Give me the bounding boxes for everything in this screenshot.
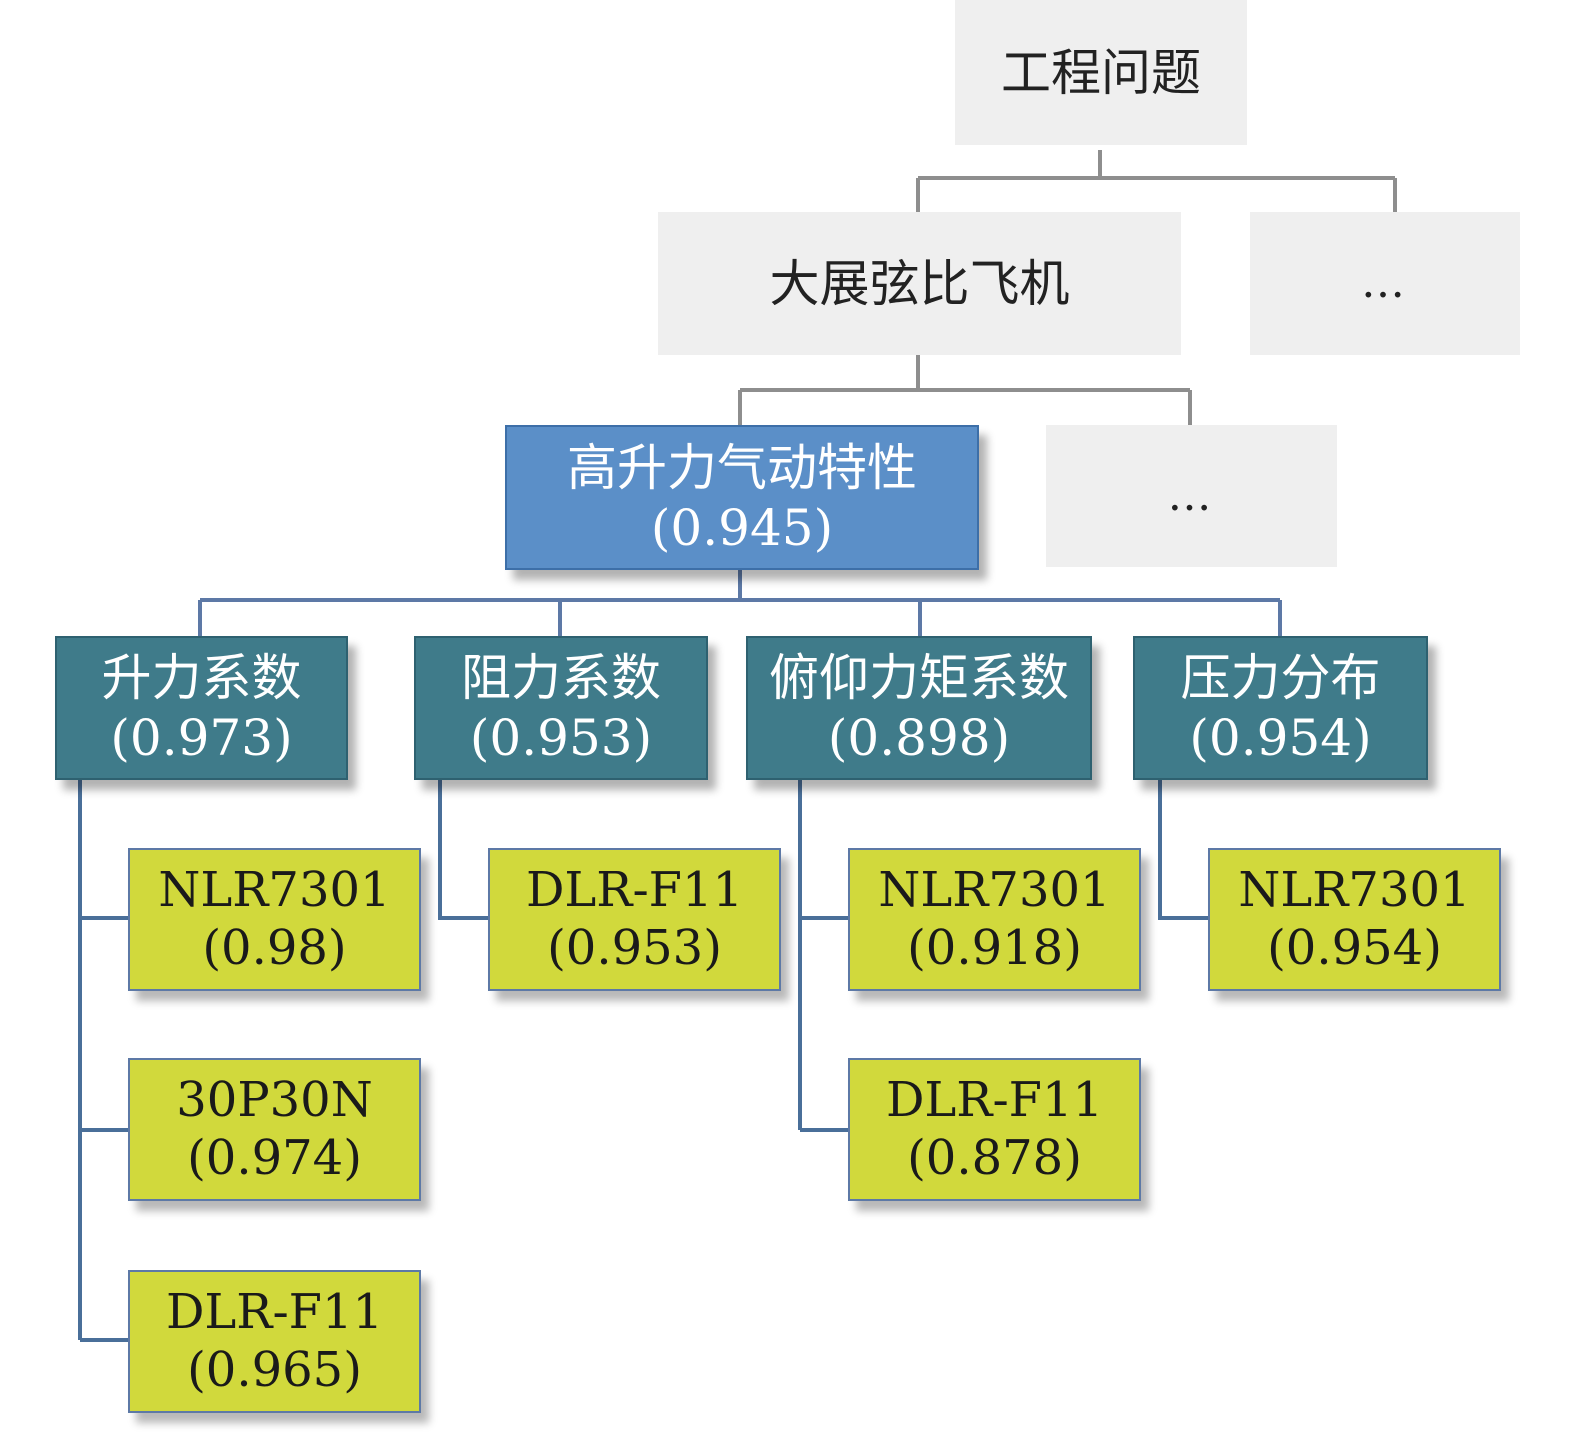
- leaf-node: DLR-F11 (0.965): [128, 1270, 421, 1413]
- pitch-moment-node: 俯仰力矩系数 (0.898): [746, 636, 1092, 780]
- level1-more-label: …: [1361, 257, 1409, 309]
- connector-lift-leaves: [78, 780, 128, 1342]
- leaf-label: NLR7301: [1238, 861, 1471, 918]
- pressure-distribution-score: (0.954): [1189, 709, 1372, 767]
- drag-coefficient-node: 阻力系数 (0.953): [414, 636, 708, 780]
- leaf-score: (0.954): [1267, 919, 1442, 976]
- level2-more-node: …: [1046, 425, 1337, 567]
- leaf-node: DLR-F11 (0.878): [848, 1058, 1141, 1201]
- high-lift-node: 高升力气动特性 (0.945): [505, 425, 979, 570]
- aircraft-node: 大展弦比飞机: [658, 212, 1181, 355]
- leaf-label: NLR7301: [158, 861, 391, 918]
- leaf-label: DLR-F11: [165, 1283, 384, 1340]
- leaf-node: NLR7301 (0.954): [1208, 848, 1501, 991]
- drag-coefficient-label: 阻力系数: [461, 649, 661, 707]
- connector-root-level1: [916, 150, 1397, 212]
- high-lift-score: (0.945): [650, 498, 834, 557]
- aircraft-label: 大展弦比飞机: [769, 254, 1070, 313]
- leaf-label: DLR-F11: [885, 1071, 1104, 1128]
- leaf-score: (0.953): [547, 919, 722, 976]
- leaf-score: (0.965): [187, 1341, 362, 1398]
- lift-coefficient-score: (0.973): [110, 709, 293, 767]
- lift-coefficient-label: 升力系数: [101, 649, 302, 707]
- leaf-score: (0.98): [202, 919, 347, 976]
- pressure-distribution-label: 压力分布: [1180, 649, 1381, 707]
- connector-drag-leaves: [438, 780, 488, 920]
- connector-pitch-leaves: [798, 780, 848, 1132]
- leaf-node: NLR7301 (0.918): [848, 848, 1141, 991]
- connector-level1-level2: [738, 355, 1192, 425]
- pressure-distribution-node: 压力分布 (0.954): [1133, 636, 1428, 780]
- leaf-label: DLR-F11: [525, 861, 744, 918]
- root-node: 工程问题: [955, 0, 1247, 145]
- pitch-moment-score: (0.898): [827, 709, 1011, 767]
- leaf-label: NLR7301: [878, 861, 1111, 918]
- leaf-node: 30P30N (0.974): [128, 1058, 421, 1201]
- leaf-score: (0.878): [907, 1129, 1082, 1186]
- leaf-node: DLR-F11 (0.953): [488, 848, 781, 991]
- level1-more-node: …: [1250, 212, 1520, 355]
- drag-coefficient-score: (0.953): [469, 709, 653, 767]
- pitch-moment-label: 俯仰力矩系数: [769, 649, 1069, 707]
- connector-level2-level3: [198, 570, 1282, 636]
- leaf-score: (0.918): [907, 919, 1082, 976]
- leaf-node: NLR7301 (0.98): [128, 848, 421, 991]
- lift-coefficient-node: 升力系数 (0.973): [55, 636, 348, 780]
- connector-pressure-leaves: [1158, 780, 1208, 920]
- root-label: 工程问题: [1001, 43, 1201, 102]
- leaf-score: (0.974): [187, 1129, 362, 1186]
- leaf-label: 30P30N: [176, 1071, 373, 1128]
- level2-more-label: …: [1167, 469, 1216, 521]
- high-lift-label: 高升力气动特性: [567, 438, 917, 497]
